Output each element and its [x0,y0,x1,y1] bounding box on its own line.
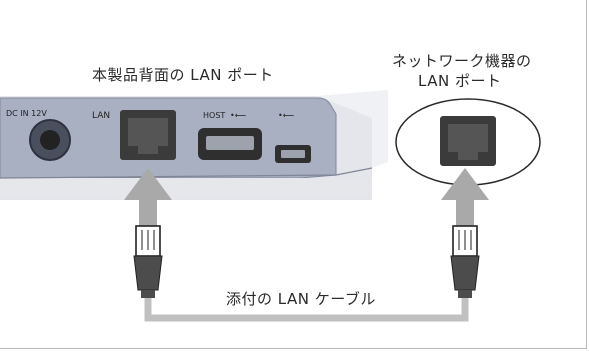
dc-jack-inner [40,130,60,150]
host-usb-port-inner [206,136,254,150]
left-rj45-connector [133,225,163,298]
device-lan-port-notch [138,146,158,154]
host-usb-symbol: •⟵ [230,111,247,120]
network-device-label-line1: ネットワーク機器の [392,52,532,70]
right-rj45-connector [450,225,480,298]
mini-usb-symbol: •⟵ [278,111,295,120]
device-lan-port-inner [128,118,168,146]
dc-in-label: DC IN 12V [6,109,47,118]
mini-usb-port-inner [281,150,305,158]
cable-label: 添付の LAN ケーブル [226,290,376,308]
lan-port-label: LAN [92,111,110,121]
device-bottom-strip [0,178,372,198]
network-device-label-line2: LAN ポート [418,72,502,90]
device-rear-ports-label: 本製品背面の LAN ポート [92,66,274,84]
network-lan-port-inner [448,124,488,152]
host-port-label: HOST [203,111,225,120]
left-up-arrow [124,168,172,232]
network-lan-port-notch [458,152,478,160]
device-bottom-edge [0,167,373,179]
device-right-side [318,90,388,168]
lan-cable-line [144,280,469,322]
right-up-arrow [441,168,489,232]
